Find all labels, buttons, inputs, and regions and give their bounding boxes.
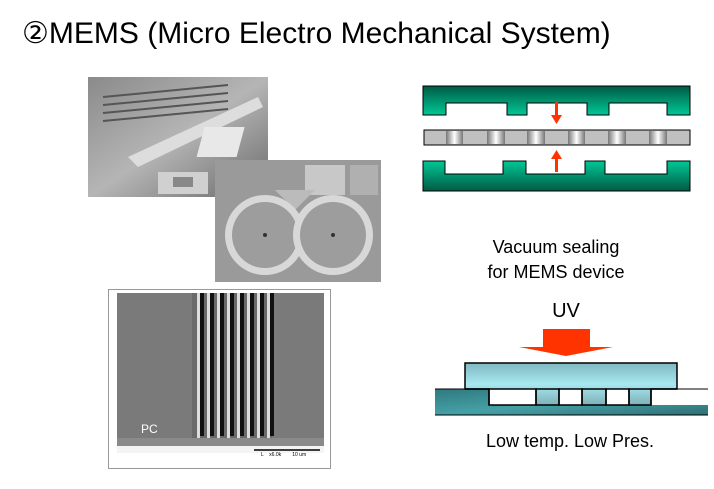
sem-grating-photo: PC L x6.0k 10 um <box>108 289 331 469</box>
lower-mold <box>422 160 691 192</box>
glass-mold <box>464 362 678 406</box>
conditions-caption: Low temp. Low Pres. <box>485 431 655 451</box>
uv-label: UV <box>552 300 580 322</box>
scale-bar-label: L x6.0k 10 um <box>261 452 307 458</box>
uv-bonding-diagram <box>435 329 708 416</box>
substrate <box>435 389 708 415</box>
vacuum-caption-line1: Vacuum sealing <box>492 237 620 257</box>
arrow-down-icon <box>551 102 562 124</box>
upper-mold <box>422 85 691 116</box>
pc-label: PC <box>141 422 158 436</box>
mems-comb-photo <box>88 77 268 197</box>
vacuum-sealing-diagram <box>422 85 691 192</box>
vacuum-caption-line2: for MEMS device <box>487 262 625 282</box>
arrow-up-icon <box>551 150 562 172</box>
mems-diaphragm-photo <box>215 160 381 282</box>
uv-arrow-icon <box>519 329 613 356</box>
slide-title: ②MEMS (Micro Electro Mechanical System) <box>22 17 611 50</box>
